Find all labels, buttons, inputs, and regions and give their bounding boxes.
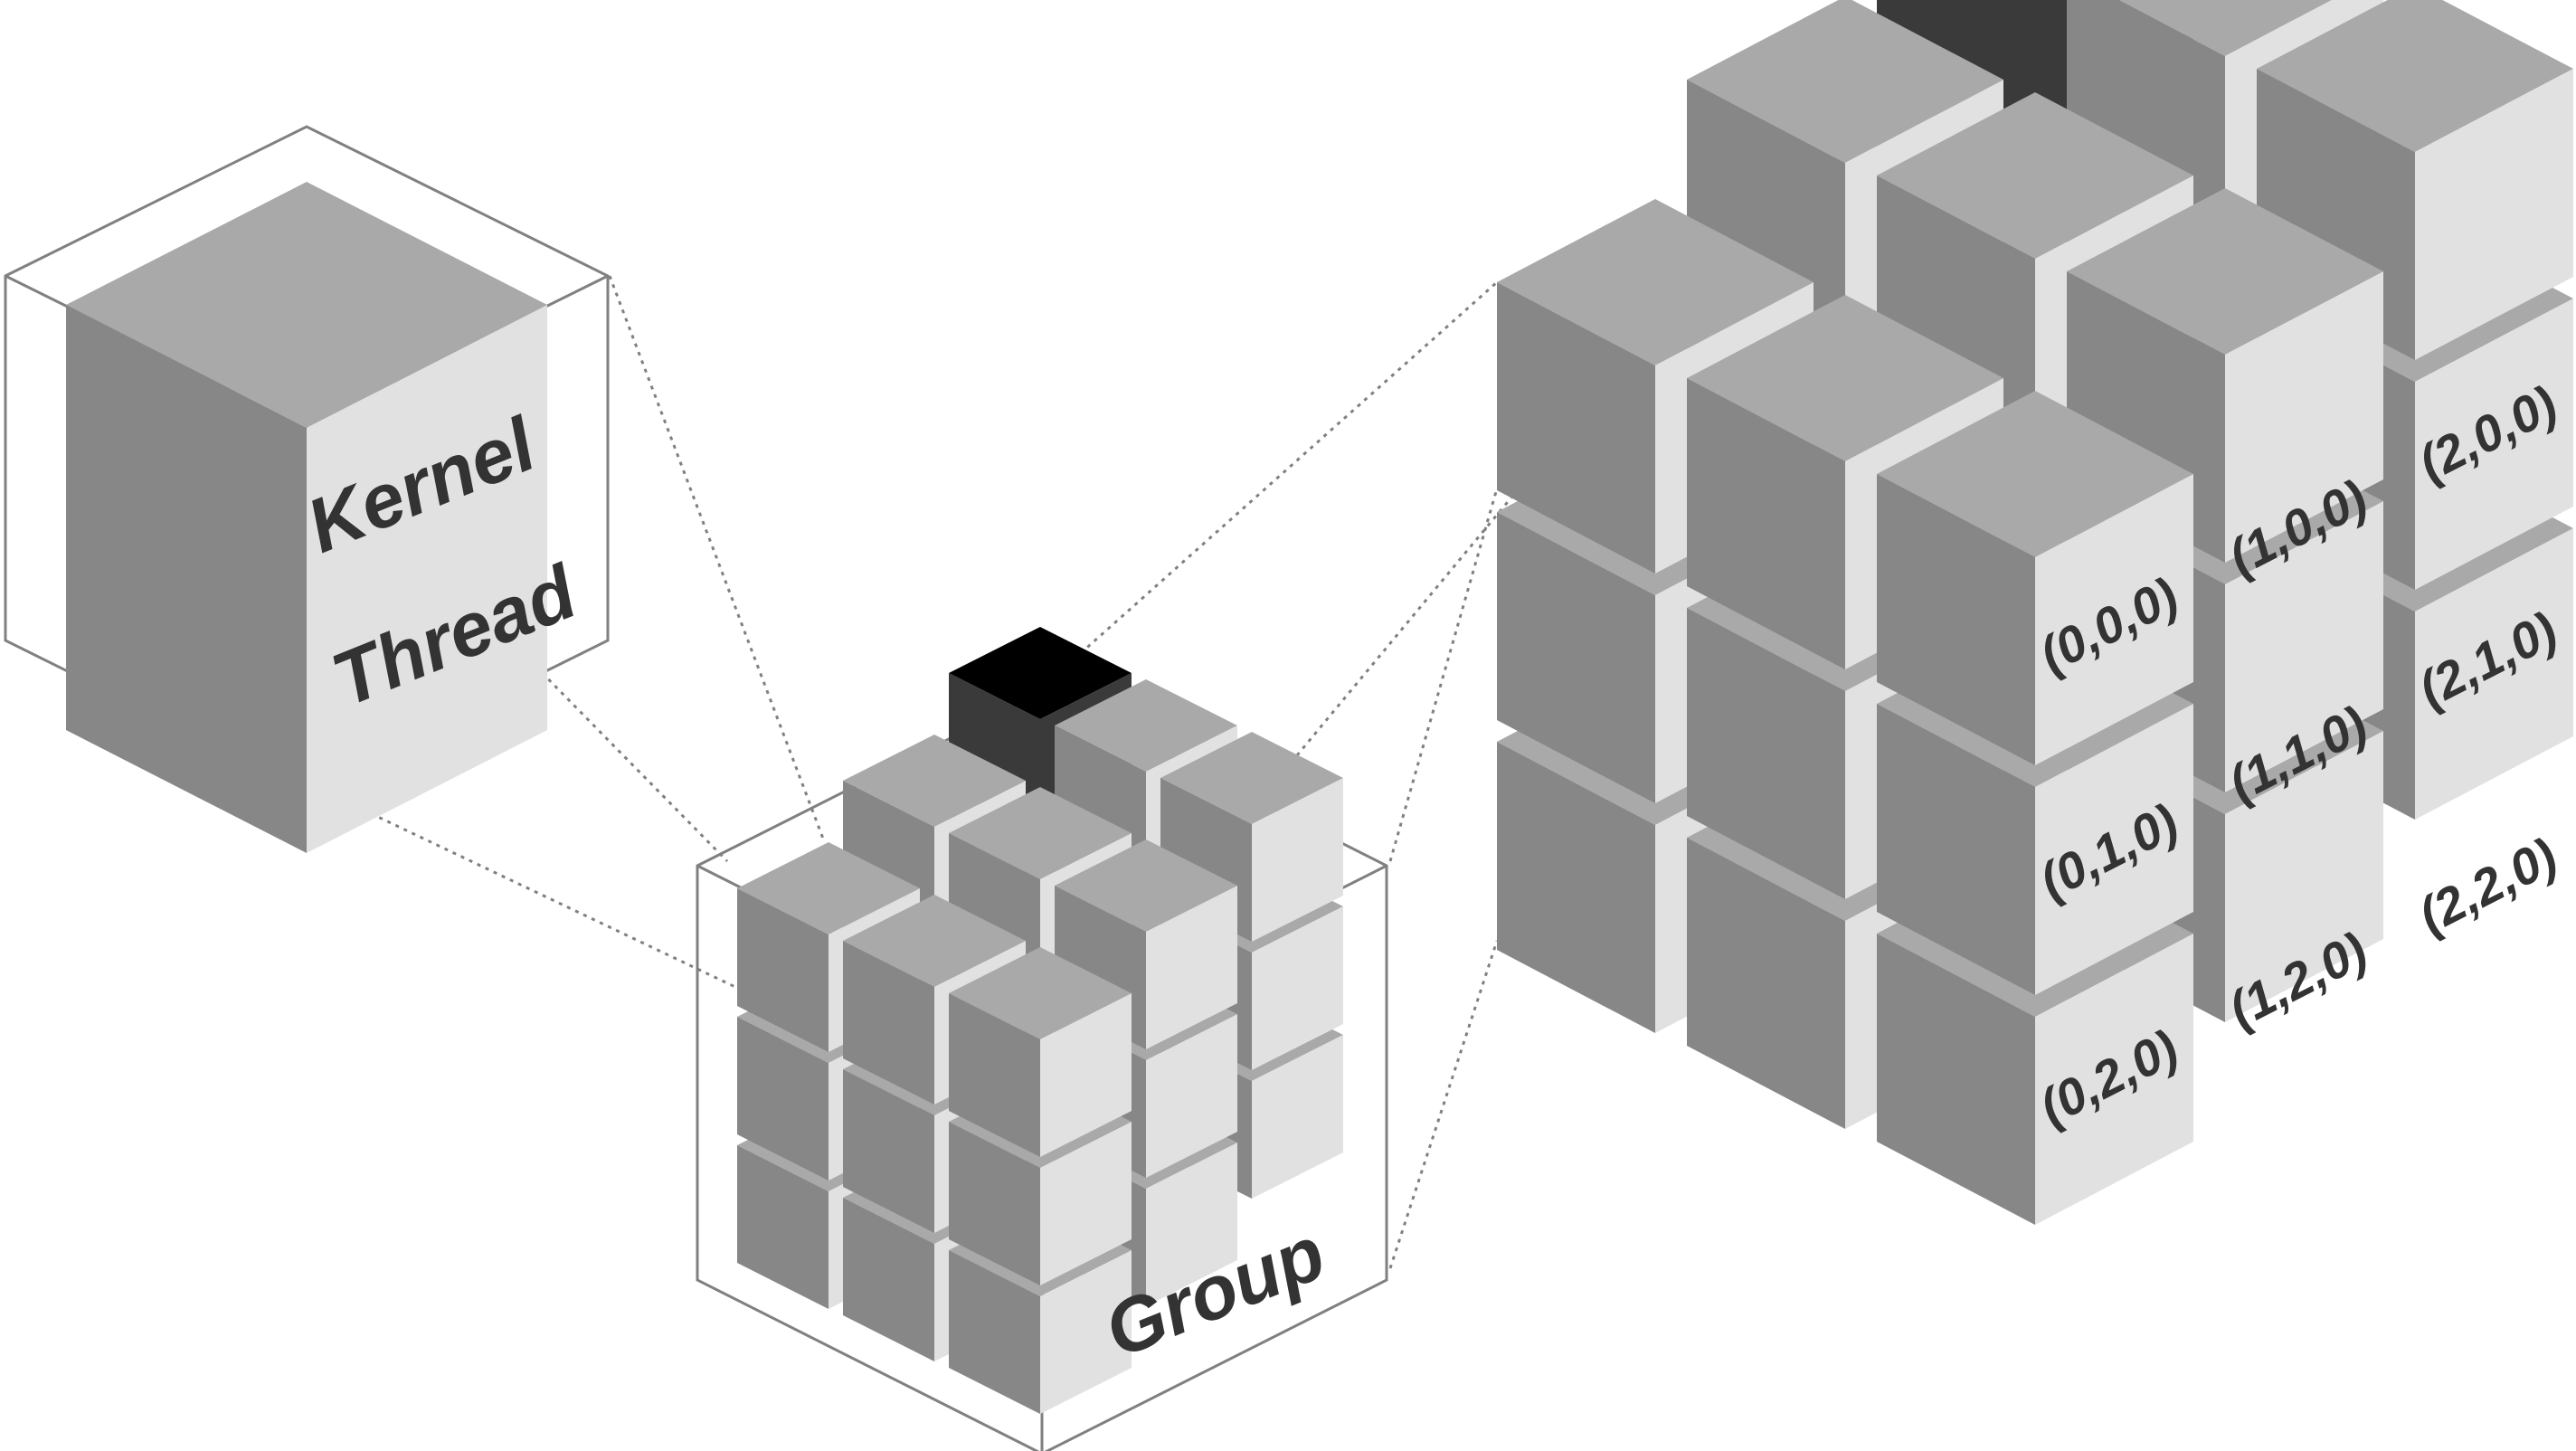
cube-left-face (1687, 608, 1845, 899)
cube-right-face (2415, 299, 2573, 590)
cube-right-face (2035, 934, 2193, 1225)
cube-right-face (1146, 1014, 1237, 1178)
cube-top-face (2257, 0, 2573, 152)
group-cell-2-0-0 (949, 947, 1132, 1157)
cube-left-face (843, 941, 934, 1105)
cube-right-face (1146, 1143, 1237, 1306)
cube-left-face (737, 1017, 829, 1181)
cube-left-face (1877, 704, 2035, 995)
cube-left-face (66, 305, 307, 853)
cube-left-face (949, 1250, 1040, 1414)
cube-right-face (1040, 993, 1132, 1157)
group-cell-2-2-0 (1160, 732, 1343, 942)
cube-left-face (1497, 742, 1655, 1033)
group-cube (737, 627, 1343, 1414)
cube-left-face (843, 1198, 934, 1361)
cube-top-face (2118, 0, 2332, 56)
cube-right-face (1040, 1250, 1132, 1414)
cube-right-face (2035, 474, 2193, 765)
connector-line (608, 275, 825, 839)
kernel-thread-inner-cube (66, 182, 547, 853)
cube-right-face (2415, 528, 2573, 820)
connector-line (1039, 280, 1498, 691)
connector-line (1388, 940, 1499, 1269)
cube-right-face (2415, 69, 2573, 360)
cube-left-face (949, 993, 1040, 1157)
cube-left-face (737, 888, 829, 1052)
cube-right-face (1252, 906, 1343, 1070)
cube-right-face (2225, 271, 2383, 563)
cube-left-face (1497, 282, 1655, 574)
cube-left-face (1877, 474, 2035, 765)
cube-left-face (1687, 378, 1845, 669)
cube-left-face (737, 1145, 829, 1309)
connector-line (305, 781, 738, 990)
cube-left-face (1497, 512, 1655, 803)
cube-top-face (1687, 0, 2003, 163)
cube-right-face (1252, 778, 1343, 942)
cube-right-face (2225, 731, 2383, 1022)
kernel-thread-cube (66, 182, 547, 853)
grid-cube (1497, 0, 2573, 1225)
cube-right-face (1040, 1122, 1132, 1285)
cube-right-face (1252, 1035, 1343, 1199)
cube-right-face (1146, 886, 1237, 1049)
coord-label-c220: (2,2,0) (2410, 827, 2566, 944)
cube-left-face (1687, 838, 1845, 1129)
cube-right-face (2035, 704, 2193, 995)
cube-right-face (307, 305, 547, 853)
cube-left-face (949, 1122, 1040, 1285)
cube-left-face (1877, 934, 2035, 1225)
cube-left-face (843, 1069, 934, 1233)
connector-line (1388, 488, 1499, 862)
grid-cell-2-0-0 (1877, 391, 2193, 765)
cube-right-face (2225, 501, 2383, 792)
